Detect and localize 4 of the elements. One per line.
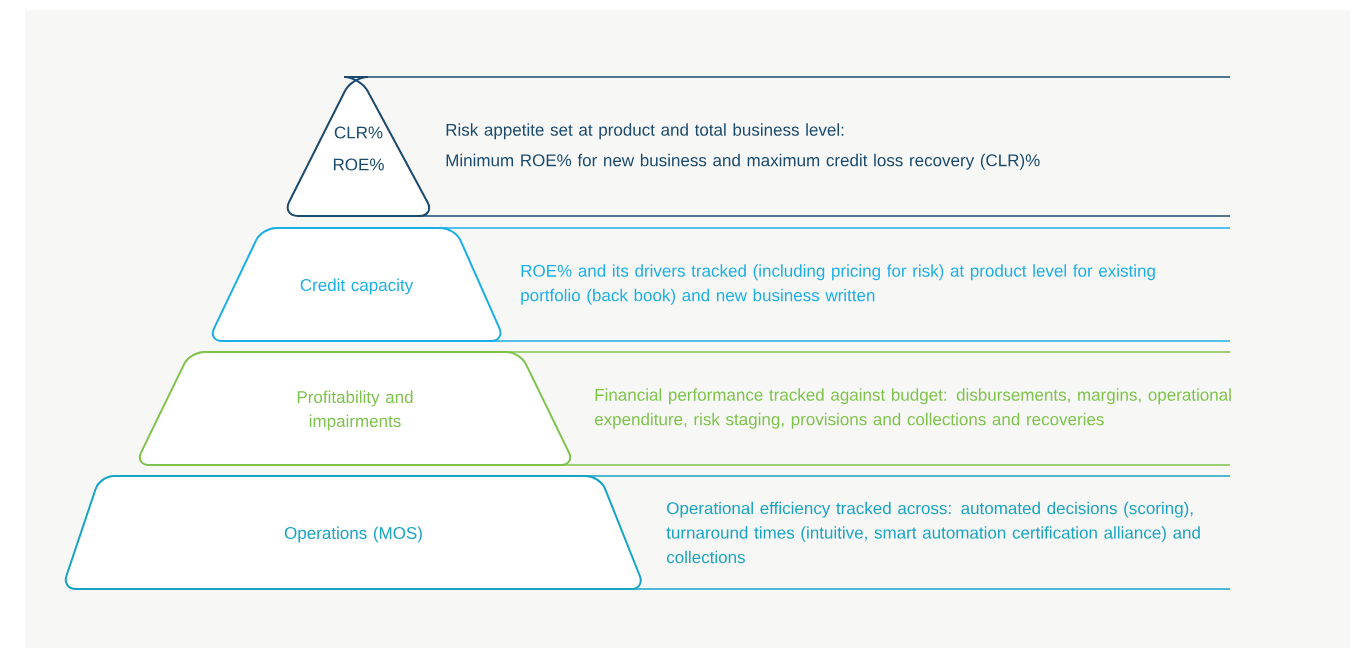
description-text: Operational efficiency tracked across: automated decisions (scoring), turnaround times (intuitive, smart automation certification alliance) and collections [666, 501, 1200, 564]
description-text: ROE% and its drivers tracked (including pricing for risk) at product level for existing portfolio (back book) and new business written [521, 264, 1155, 305]
description-text: Financial performance tracked against budget: disbursements, margins, operational expenditure, risk staging, provisions and collections and recoveries [594, 388, 1231, 429]
description-text: Risk appetite set at product and total business level: Minimum ROE% for new business and maximum credit loss recovery (CLR)% [446, 123, 1040, 170]
